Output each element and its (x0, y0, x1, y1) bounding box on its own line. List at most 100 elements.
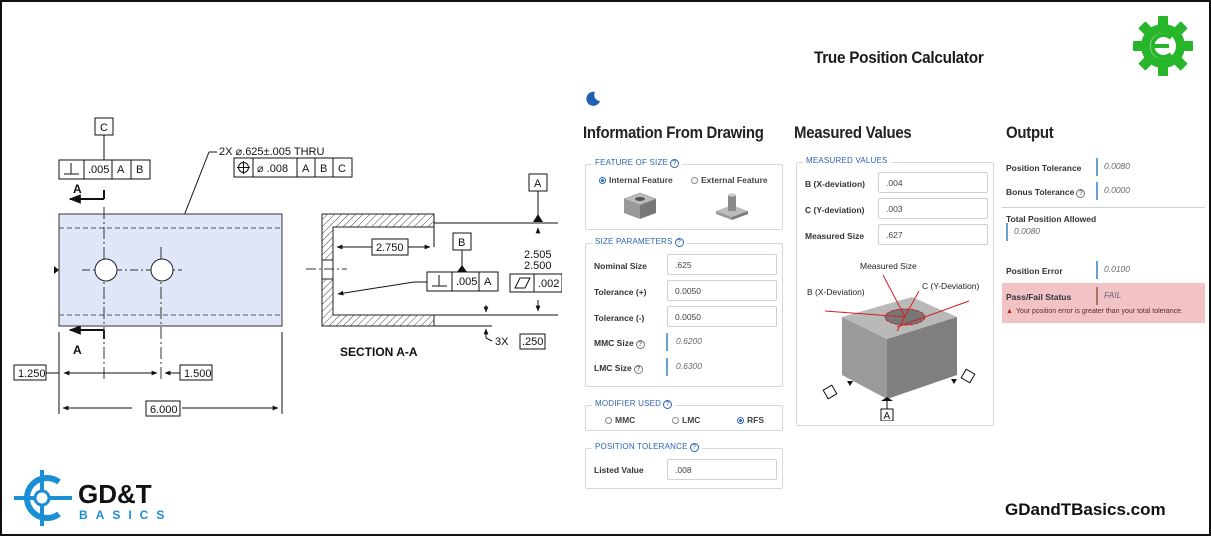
radio-unselected-icon[interactable] (605, 417, 612, 424)
radio-selected-icon[interactable] (599, 177, 606, 184)
gdt-basics-logo: GD&T BASICS (12, 468, 182, 528)
lmc-size-label: LMC Size? (594, 363, 643, 374)
radio-rfs[interactable]: RFS (737, 415, 764, 425)
position-tolerance-panel: POSITION TOLERANCE? Listed Value .008 (585, 442, 783, 489)
hole-callout-text: 2X ⌀.625±.005 THRU (219, 146, 324, 158)
calculator-title: True Position Calculator (814, 48, 984, 67)
logo-bottom-text: BASICS (79, 508, 173, 522)
help-icon[interactable]: ? (663, 400, 673, 409)
help-icon[interactable]: ? (633, 365, 643, 374)
diagram-datum-a-label: A (884, 411, 891, 421)
datum-a-right-symbol: A 2.505 2.500 (434, 173, 558, 327)
radio-external-feature[interactable]: External Feature (691, 175, 768, 185)
part-section-view: 2.750 (306, 213, 435, 327)
listed-value-input[interactable]: .008 (667, 459, 777, 480)
dim-wall-count: 3X (495, 336, 509, 348)
mmc-size-label: MMC Size? (594, 338, 645, 349)
part-front-view (54, 207, 283, 382)
fcf-pos-datum-2: B (320, 163, 327, 175)
position-error-value: 0.0100 (1096, 261, 1136, 279)
total-position-allowed-value: 0.0080 (1006, 223, 1046, 241)
fcf-section-datum: A (484, 276, 492, 288)
bonus-tolerance-value: 0.0000 (1096, 182, 1136, 200)
dimension-wall: 3X .250 (483, 305, 546, 350)
nominal-size-input[interactable]: .625 (667, 254, 777, 275)
radio-mmc[interactable]: MMC (605, 415, 635, 425)
help-icon[interactable]: ? (670, 159, 680, 168)
flatness-icon (514, 277, 531, 289)
column-heading-info: Information From Drawing (583, 123, 764, 142)
gear-logo-icon (1133, 16, 1193, 76)
dimension-left: 1.250 (13, 332, 104, 414)
fcf-perpendicularity-section: .005 A (337, 271, 499, 296)
radio-lmc[interactable]: LMC (672, 415, 700, 425)
help-icon[interactable]: ? (689, 443, 699, 452)
brand-url[interactable]: GDandTBasics.com (1005, 500, 1166, 519)
tolerance-minus-input[interactable]: 0.0050 (667, 306, 777, 327)
dim-height-min: 2.500 (524, 260, 552, 272)
bonus-tolerance-label: Bonus Tolerance? (1006, 187, 1086, 198)
position-error-label: Position Error (1006, 266, 1063, 276)
tolerance-plus-input[interactable]: 0.0050 (667, 280, 777, 301)
dimension-length: 6.000 (62, 332, 283, 417)
pass-fail-status-label: Pass/Fail Status (1006, 292, 1072, 302)
feature-of-size-legend: FEATURE OF SIZE? (592, 158, 683, 168)
size-parameters-panel: SIZE PARAMETERS? Nominal Size .625 Toler… (585, 237, 783, 387)
section-arrow-bottom-label: A (73, 343, 82, 357)
position-tolerance-output-value: 0.0080 (1096, 158, 1136, 176)
modifier-panel: MODIFIER USED? MMC LMC RFS (585, 399, 783, 431)
fcf-flat-value: .002 (538, 278, 559, 290)
measured-size-input[interactable]: .627 (878, 224, 988, 245)
help-icon[interactable]: ? (635, 340, 645, 349)
internal-feature-icon (623, 192, 657, 219)
measured-size-label: Measured Size (805, 231, 865, 241)
section-arrow-bottom: A (68, 325, 105, 357)
column-heading-output: Output (1006, 123, 1054, 142)
listed-value-label: Listed Value (594, 465, 644, 475)
modifier-legend: MODIFIER USED? (592, 399, 676, 409)
radio-selected-icon[interactable] (737, 417, 744, 424)
external-feature-icon (716, 193, 748, 220)
fcf-top-datum-1: A (117, 164, 125, 176)
lmc-size-value: 0.6300 (666, 358, 710, 376)
fcf-pos-value: ⌀ .008 (257, 163, 288, 175)
fcf-perpendicularity-top: .005 A B (58, 159, 151, 180)
position-tolerance-output-label: Position Tolerance (1006, 163, 1082, 173)
radio-unselected-icon[interactable] (691, 177, 698, 184)
dim-spacing-text: 1.500 (184, 368, 212, 380)
size-parameters-legend: SIZE PARAMETERS? (592, 237, 687, 247)
dim-left-text: 1.250 (18, 368, 46, 380)
measured-values-legend: MEASURED VALUES (803, 156, 891, 165)
nominal-size-label: Nominal Size (594, 261, 647, 271)
datum-c-label: C (100, 122, 108, 134)
diagram-bx-label: B (X-Deviation) (807, 287, 865, 297)
section-arrow-top-label: A (73, 182, 82, 196)
pass-fail-status-value: FAIL (1096, 287, 1127, 305)
datum-b-label: B (458, 237, 465, 249)
logo-mark-icon (14, 470, 72, 526)
feature-of-size-panel: FEATURE OF SIZE? Internal Feature Extern… (585, 158, 783, 230)
radio-unselected-icon[interactable] (672, 417, 679, 424)
hole-2 (150, 258, 174, 282)
help-icon[interactable]: ? (1076, 189, 1086, 198)
hole-1 (94, 258, 118, 282)
bx-deviation-input[interactable]: .004 (878, 172, 988, 193)
column-heading-measured: Measured Values (794, 123, 912, 142)
dim-height-max: 2.505 (524, 249, 552, 261)
position-tolerance-legend: POSITION TOLERANCE? (592, 442, 702, 452)
fail-status-box (1002, 283, 1205, 323)
logo-top-text: GD&T (78, 479, 152, 509)
radio-internal-feature[interactable]: Internal Feature (599, 175, 673, 185)
hole-callout: 2X ⌀.625±.005 THRU ⌀ .008 A B C (164, 146, 353, 265)
moon-icon[interactable] (585, 90, 601, 106)
fcf-pos-datum-1: A (302, 163, 310, 175)
engineering-drawing: C .005 A B 2X ⌀.625±.005 THRU (2, 2, 562, 538)
cy-deviation-input[interactable]: .003 (878, 198, 988, 219)
fcf-pos-datum-3: C (338, 163, 346, 175)
cy-deviation-label: C (Y-deviation) (805, 205, 865, 215)
diagram-measured-size-label: Measured Size (860, 261, 917, 271)
tolerance-minus-label: Tolerance (-) (594, 313, 645, 323)
fcf-top-value: .005 (88, 164, 109, 176)
help-icon[interactable]: ? (674, 238, 684, 247)
